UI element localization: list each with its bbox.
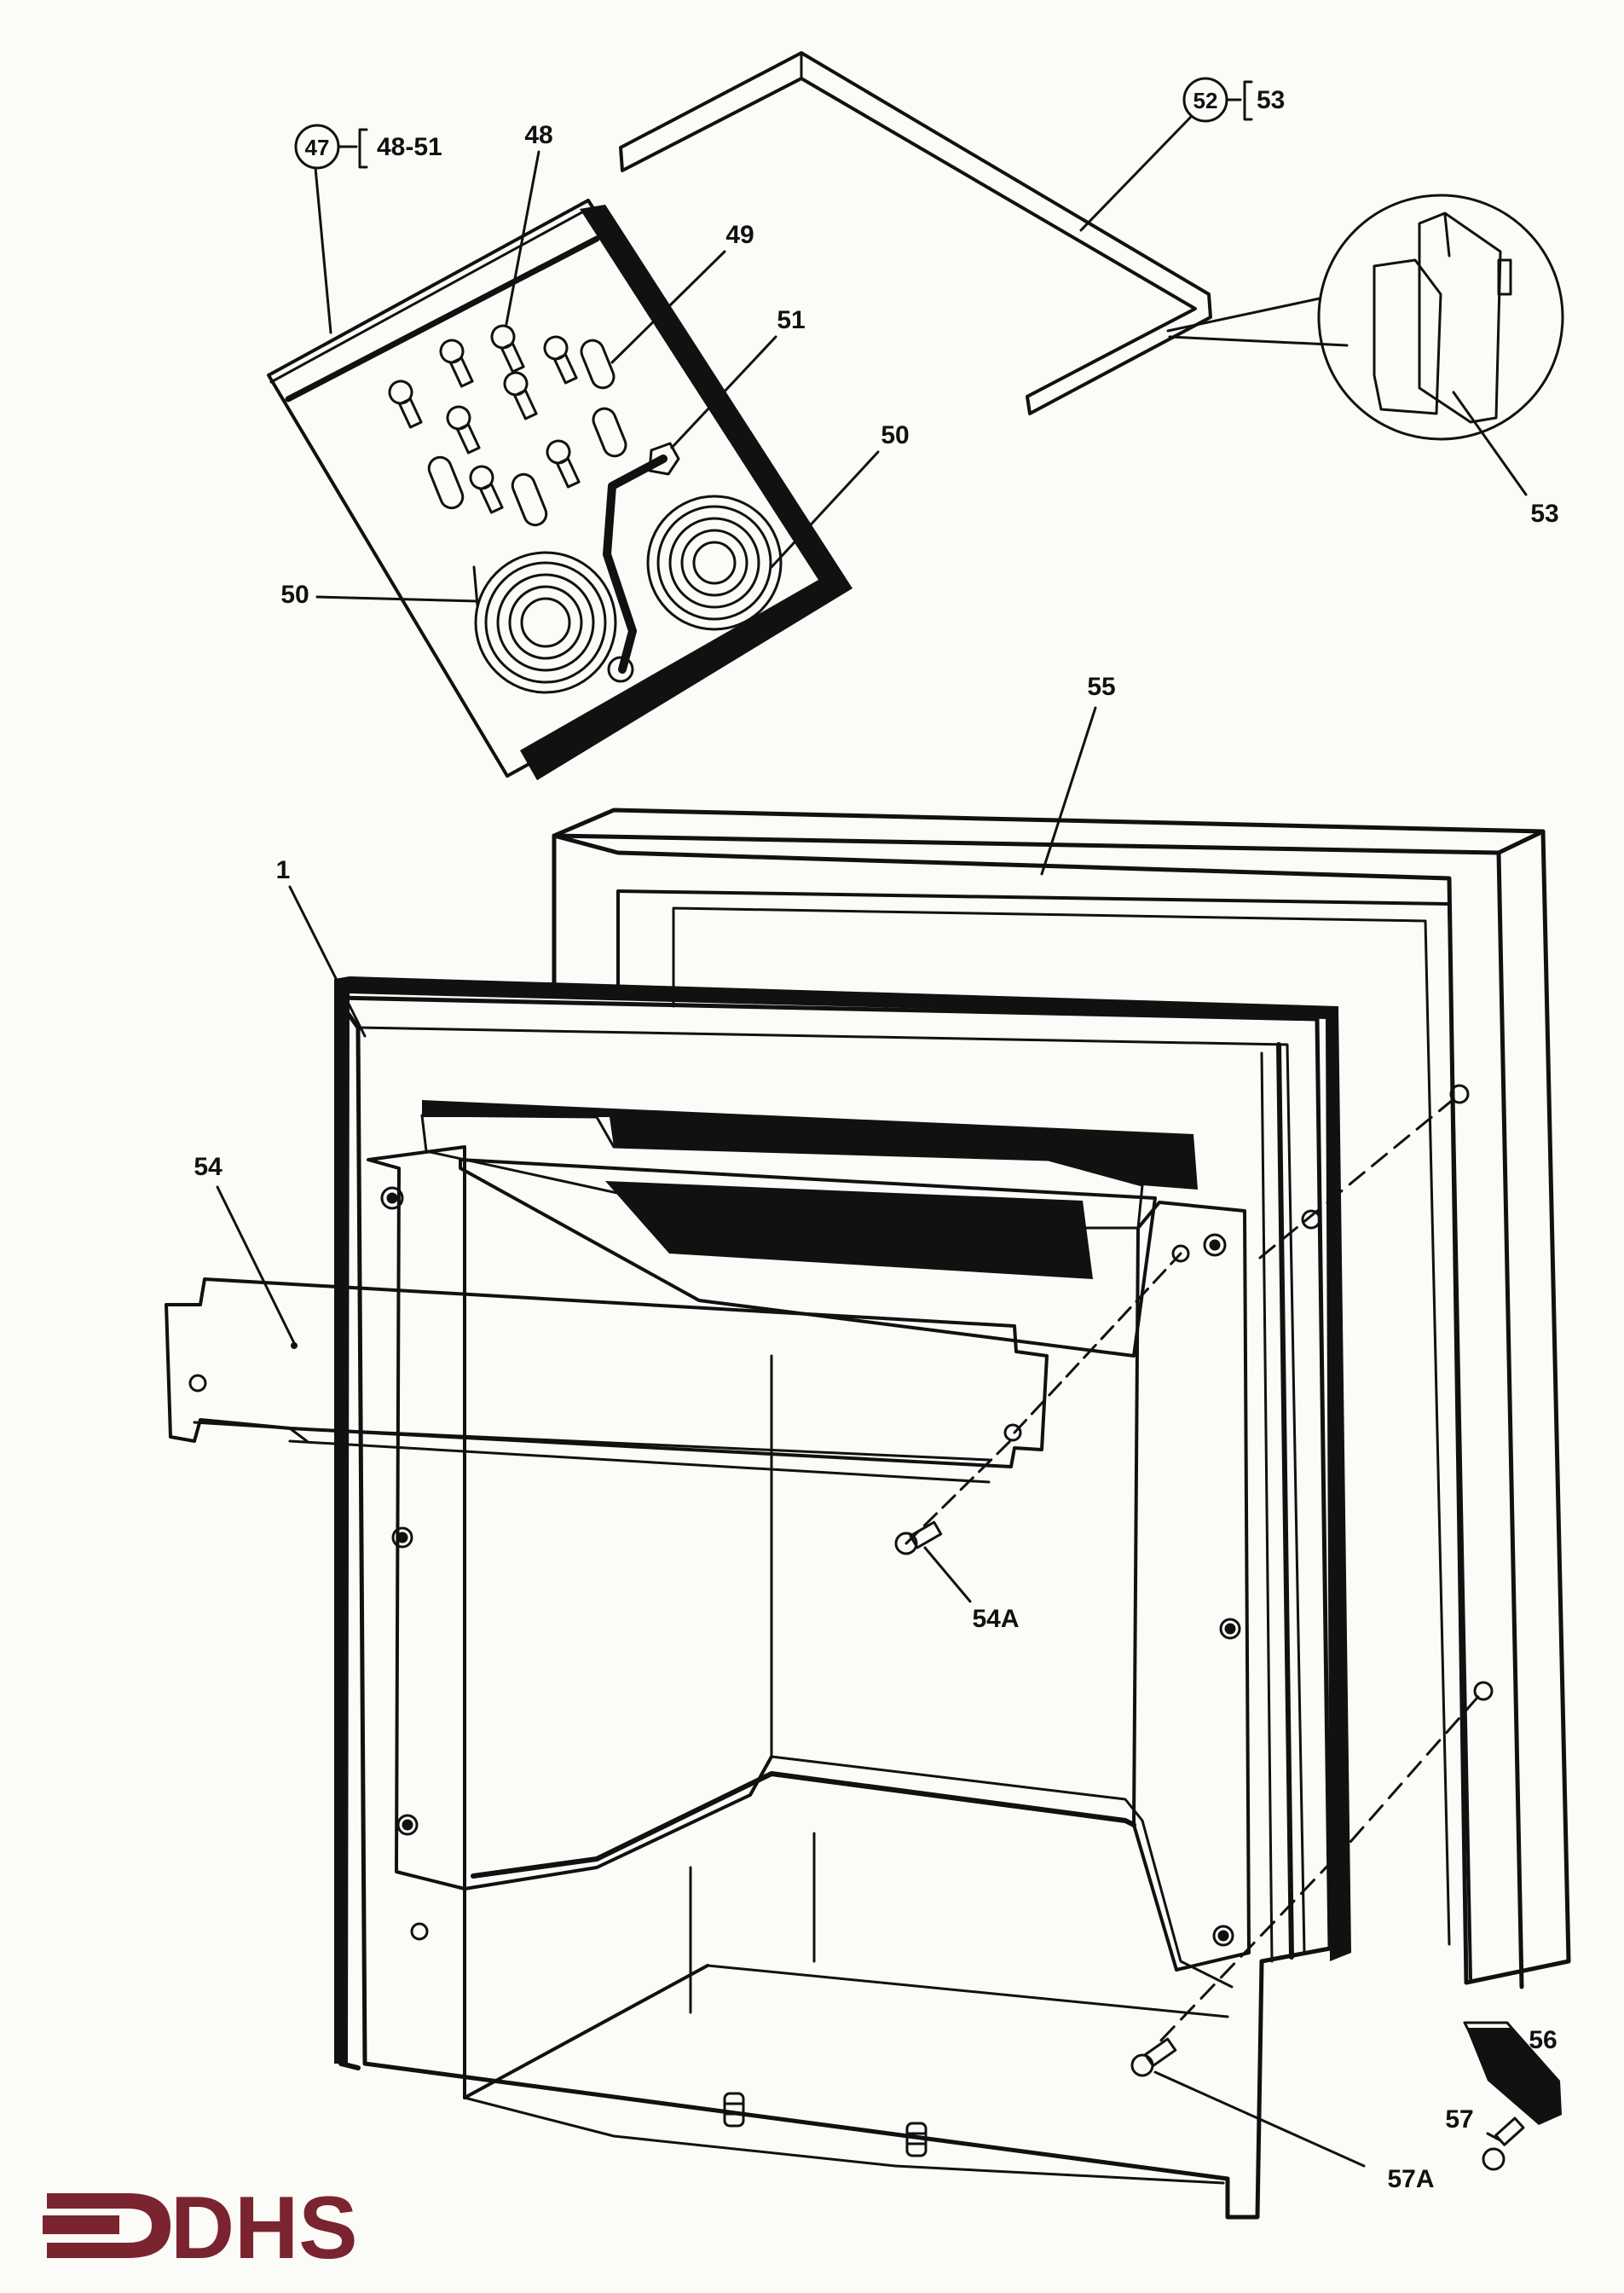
dhs-logo-mark [47, 2193, 170, 2258]
gasket-56 [1463, 2021, 1562, 2125]
label-54A: 54A [972, 1605, 1019, 1633]
front-bracket-54 [165, 1277, 1049, 1484]
callout-51: 51 [670, 306, 806, 449]
clip-53 [1373, 211, 1512, 424]
callout-50-left: 50 [280, 581, 479, 609]
coil-left [472, 551, 617, 694]
callout-1: 1 [276, 856, 367, 1038]
label-53-top: 53 [1257, 86, 1285, 114]
dhs-logo: DHS [43, 2179, 358, 2278]
label-49: 49 [725, 221, 754, 249]
callout-54: 54 [194, 1153, 296, 1345]
label-48: 48 [524, 121, 552, 149]
floor-bolts [723, 2092, 928, 2157]
label-53-bottom: 53 [1530, 500, 1558, 528]
callout-49: 49 [610, 221, 754, 364]
label-57A: 57A [1387, 2165, 1434, 2193]
dhs-logo-text: DHS [170, 2179, 358, 2278]
label-57: 57 [1445, 2105, 1473, 2134]
callout-56: 56 [1499, 2026, 1558, 2058]
callout-57: 57 [1445, 2105, 1502, 2142]
callout-48: 48 [505, 121, 553, 326]
top-channel-52 [619, 51, 1212, 415]
callout-54A: 54A [923, 1546, 1020, 1633]
callout-50-right: 50 [770, 421, 910, 569]
screw-54A [894, 1244, 1190, 1555]
label-56: 56 [1529, 2026, 1557, 2054]
label-55: 55 [1087, 673, 1115, 701]
label-1: 1 [276, 856, 291, 884]
plate-bolts [388, 324, 581, 514]
label-54: 54 [194, 1153, 223, 1181]
label-50-right: 50 [881, 421, 909, 449]
label-47: 47 [305, 135, 330, 160]
label-48-51: 48-51 [377, 133, 442, 161]
rear-frame-55 [552, 808, 1571, 1989]
label-50-left: 50 [280, 581, 309, 609]
callout-47: 47 48-51 [294, 124, 442, 334]
frame-mounting-holes [380, 1186, 1241, 1947]
callout-57A: 57A [1153, 2070, 1435, 2193]
baffle-plate-assembly [267, 199, 852, 780]
label-51: 51 [777, 306, 805, 334]
tube-fitting-nut [607, 442, 680, 683]
label-52: 52 [1193, 88, 1218, 113]
callout-52: 52 53 [1079, 77, 1285, 232]
callout-55: 55 [1040, 673, 1116, 876]
clip-detail-bubble [1166, 194, 1564, 441]
coil-right [646, 495, 783, 631]
callout-53-bottom: 53 [1452, 391, 1559, 528]
screw-57A [1130, 2037, 1177, 2077]
firebox-1 [334, 976, 1351, 2220]
plate-slots [427, 339, 627, 527]
frame-to-firebox-dashed-lines [1153, 1084, 1494, 2048]
